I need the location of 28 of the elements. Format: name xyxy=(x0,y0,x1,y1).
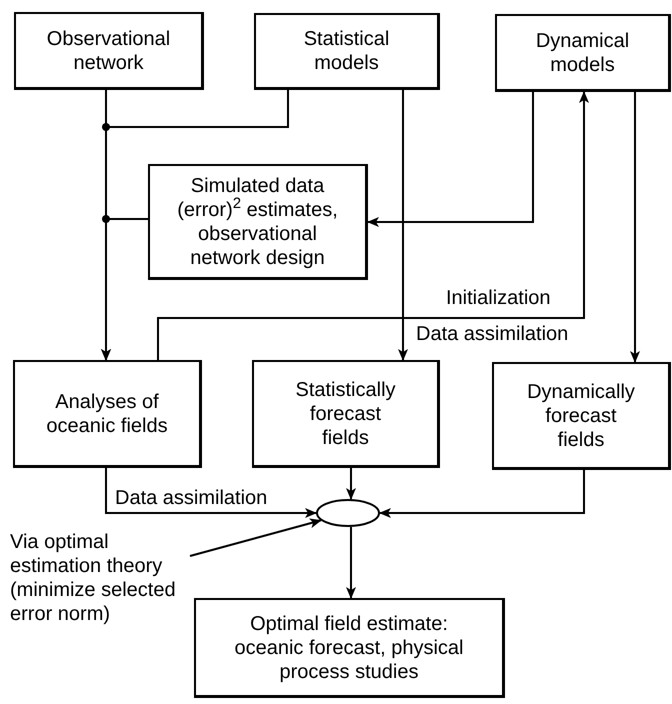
process-box xyxy=(14,12,204,90)
process-box xyxy=(492,362,671,470)
process-box xyxy=(252,360,440,468)
box-text: Simulated data (error)$^{2}$ estimates, observational network design xyxy=(176,174,339,270)
box-text: Dynamically forecast fields xyxy=(526,380,636,452)
process-box xyxy=(148,164,368,280)
note-text: Via optimal estimation theory (minimize selected error norm) xyxy=(10,530,177,626)
leader-arrow xyxy=(190,518,322,557)
arrow xyxy=(630,92,640,363)
arrow xyxy=(346,468,356,500)
box-text: Observational network xyxy=(46,26,172,74)
box-text: Statistical models xyxy=(302,27,390,75)
arrow xyxy=(379,470,585,518)
box-text: Analyses of oceanic fields xyxy=(45,390,169,438)
arrow xyxy=(101,218,148,361)
arrow xyxy=(398,90,408,361)
box-text: Statistically forecast fields xyxy=(294,378,397,450)
process-box xyxy=(194,598,505,698)
arrow xyxy=(157,91,589,360)
process-box xyxy=(13,360,202,468)
merge-ellipse xyxy=(316,499,380,527)
arrow xyxy=(367,92,534,227)
box-text: Dynamical models xyxy=(534,28,630,76)
arrow xyxy=(346,527,356,599)
process-box xyxy=(254,13,440,90)
box-text: Optimal field estimate: oceanic forecast, physical process studies xyxy=(233,612,464,684)
process-box xyxy=(495,14,671,92)
arrow xyxy=(105,468,317,518)
